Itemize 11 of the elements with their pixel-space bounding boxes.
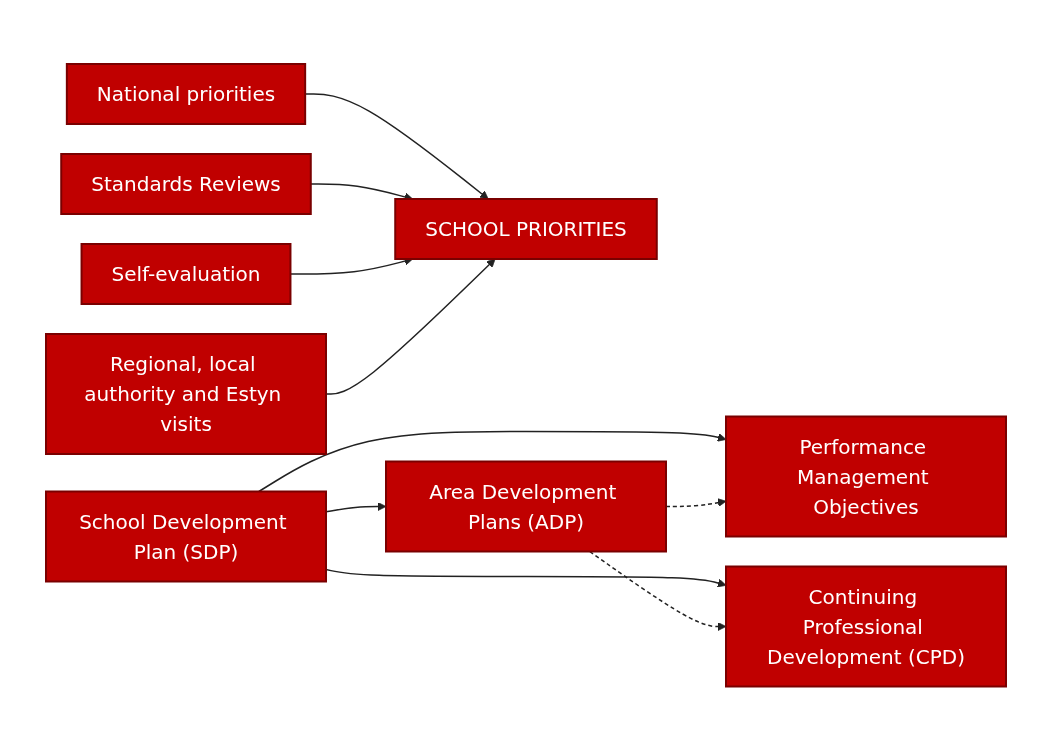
node-box: School Development Plan (SDP) [44, 490, 327, 583]
node-box: SCHOOL PRIORITIES [393, 197, 658, 260]
arrow [588, 550, 726, 631]
node-box: Standards Reviews [59, 152, 312, 215]
node-box: Self-evaluation [80, 242, 291, 305]
node-box: Regional, local authority and Estyn visits [44, 332, 327, 455]
node-box: Area Development Plans (ADP) [384, 460, 667, 553]
arrow [257, 430, 726, 492]
node-box: National priorities [65, 62, 306, 125]
node-box: Continuing Professional Development (CPD) [724, 565, 1007, 688]
node-box: Performance Management Objectives [724, 415, 1007, 538]
